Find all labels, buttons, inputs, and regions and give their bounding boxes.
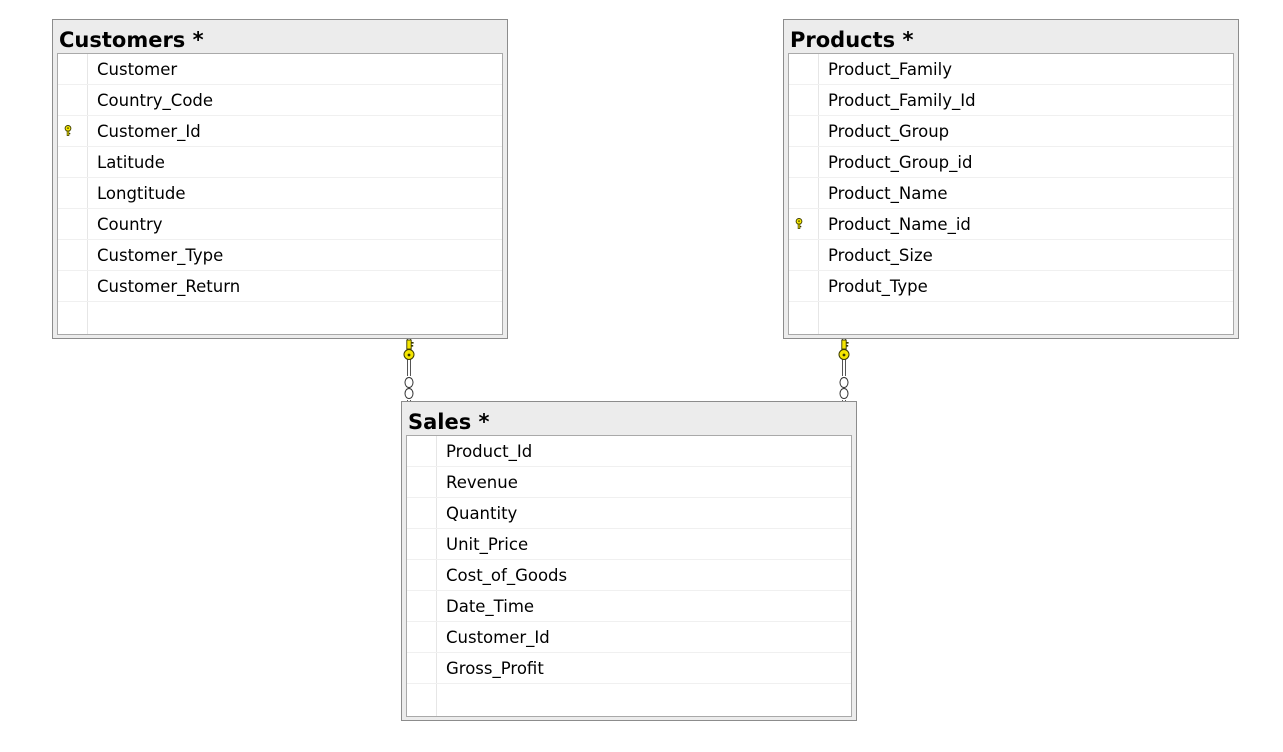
column-row[interactable]: Product_Family_Id — [789, 85, 1233, 116]
products-table-title[interactable]: Products * — [790, 28, 914, 52]
column-row[interactable]: Product_Id — [407, 436, 851, 467]
column-row[interactable]: Product_Name — [789, 178, 1233, 209]
column-name: Customer_Type — [97, 246, 224, 265]
column-name: Product_Size — [828, 246, 933, 265]
infinity-icon — [839, 376, 849, 400]
column-row[interactable]: Customer_Return — [58, 271, 502, 302]
column-row[interactable]: Latitude — [58, 147, 502, 178]
infinity-icon — [404, 376, 414, 400]
column-name: Product_Id — [446, 442, 533, 461]
row-selector[interactable] — [789, 116, 819, 146]
column-row[interactable]: Product_Group — [789, 116, 1233, 147]
column-row[interactable]: Country_Code — [58, 85, 502, 116]
column-name: Product_Name_id — [828, 215, 971, 234]
column-name: Product_Family — [828, 60, 952, 79]
relationship-connector[interactable] — [403, 339, 415, 401]
column-name: Longtitude — [97, 184, 186, 203]
column-name: Cost_of_Goods — [446, 566, 568, 585]
row-selector[interactable] — [789, 240, 819, 270]
row-selector[interactable] — [58, 271, 88, 301]
column-row[interactable]: Longtitude — [58, 178, 502, 209]
column-row[interactable]: Product_Group_id — [789, 147, 1233, 178]
relationship-connector[interactable] — [838, 339, 850, 401]
row-selector[interactable] — [58, 85, 88, 115]
primary-key-icon — [63, 125, 73, 136]
column-row[interactable]: Customer_Type — [58, 240, 502, 271]
column-name: Quantity — [446, 504, 518, 523]
row-selector[interactable] — [407, 498, 437, 528]
row-selector[interactable] — [407, 591, 437, 621]
empty-row[interactable] — [407, 684, 851, 716]
column-name: Country — [97, 215, 163, 234]
row-selector[interactable] — [58, 147, 88, 177]
row-selector[interactable] — [789, 209, 819, 239]
row-selector[interactable] — [58, 54, 88, 84]
column-name: Revenue — [446, 473, 518, 492]
row-selector[interactable] — [789, 147, 819, 177]
column-row[interactable]: Product_Name_id — [789, 209, 1233, 240]
primary-key-icon — [794, 218, 804, 229]
column-row[interactable]: Unit_Price — [407, 529, 851, 560]
row-selector[interactable] — [407, 560, 437, 590]
row-selector[interactable] — [58, 178, 88, 208]
column-row[interactable]: Country — [58, 209, 502, 240]
column-name: Latitude — [97, 153, 165, 172]
row-selector[interactable] — [789, 54, 819, 84]
column-name: Product_Name — [828, 184, 948, 203]
column-row[interactable]: Produt_Type — [789, 271, 1233, 302]
column-name: Produt_Type — [828, 277, 928, 296]
row-selector[interactable] — [407, 622, 437, 652]
customers-table-title[interactable]: Customers * — [59, 28, 204, 52]
column-row[interactable]: Product_Family — [789, 54, 1233, 85]
column-row[interactable]: Quantity — [407, 498, 851, 529]
row-selector[interactable] — [407, 529, 437, 559]
row-selector[interactable] — [789, 178, 819, 208]
row-selector[interactable] — [789, 302, 819, 334]
row-selector[interactable] — [789, 85, 819, 115]
column-name: Unit_Price — [446, 535, 529, 554]
column-name: Product_Group_id — [828, 153, 973, 172]
row-selector[interactable] — [789, 271, 819, 301]
column-row[interactable]: Date_Time — [407, 591, 851, 622]
row-selector[interactable] — [58, 240, 88, 270]
row-selector[interactable] — [58, 302, 88, 334]
column-row[interactable]: Product_Size — [789, 240, 1233, 271]
row-selector[interactable] — [407, 653, 437, 683]
key-icon — [838, 339, 850, 360]
column-name: Country_Code — [97, 91, 214, 110]
column-name: Date_Time — [446, 597, 535, 616]
column-row[interactable]: Customer — [58, 54, 502, 85]
column-name: Gross_Profit — [446, 659, 544, 678]
sales-table-title[interactable]: Sales * — [408, 410, 490, 434]
column-name: Customer_Id — [446, 628, 550, 647]
empty-row[interactable] — [789, 302, 1233, 334]
column-name: Customer_Return — [97, 277, 241, 296]
key-icon — [403, 339, 415, 360]
column-name: Product_Group — [828, 122, 950, 141]
row-selector[interactable] — [407, 436, 437, 466]
column-row[interactable]: Customer_Id — [407, 622, 851, 653]
column-name: Customer_Id — [97, 122, 201, 141]
row-selector[interactable] — [407, 684, 437, 716]
column-name: Customer — [97, 60, 178, 79]
column-row[interactable]: Revenue — [407, 467, 851, 498]
row-selector[interactable] — [58, 209, 88, 239]
row-selector[interactable] — [407, 467, 437, 497]
column-row[interactable]: Gross_Profit — [407, 653, 851, 684]
row-selector[interactable] — [58, 116, 88, 146]
column-row[interactable]: Customer_Id — [58, 116, 502, 147]
column-name: Product_Family_Id — [828, 91, 976, 110]
column-row[interactable]: Cost_of_Goods — [407, 560, 851, 591]
empty-row[interactable] — [58, 302, 502, 334]
